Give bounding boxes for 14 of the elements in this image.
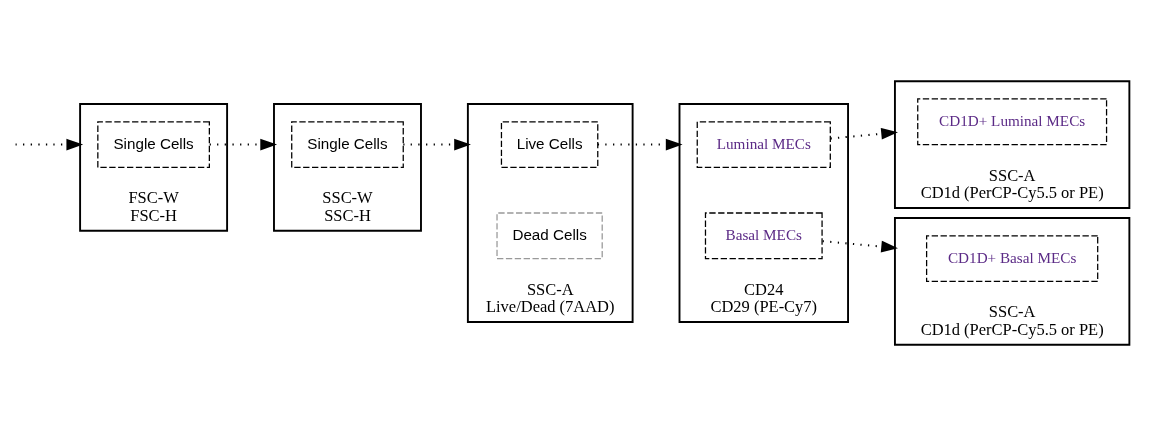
node-box: Single Cells bbox=[291, 121, 404, 168]
arrow bbox=[830, 127, 898, 140]
arrow bbox=[15, 138, 84, 151]
arrow bbox=[822, 240, 898, 253]
node-box: Live Cells bbox=[500, 121, 599, 168]
node-box: Basal MECs bbox=[704, 212, 823, 260]
arrow bbox=[403, 138, 471, 151]
node-box: CD1D+ Luminal MECs bbox=[917, 98, 1108, 146]
arrow bbox=[209, 138, 278, 151]
node-box: Single Cells bbox=[97, 121, 210, 168]
arrow bbox=[597, 138, 683, 151]
node-box: Luminal MECs bbox=[696, 121, 831, 168]
node-box: CD1D+ Basal MECs bbox=[926, 235, 1099, 283]
node-box: Dead Cells bbox=[496, 212, 603, 260]
